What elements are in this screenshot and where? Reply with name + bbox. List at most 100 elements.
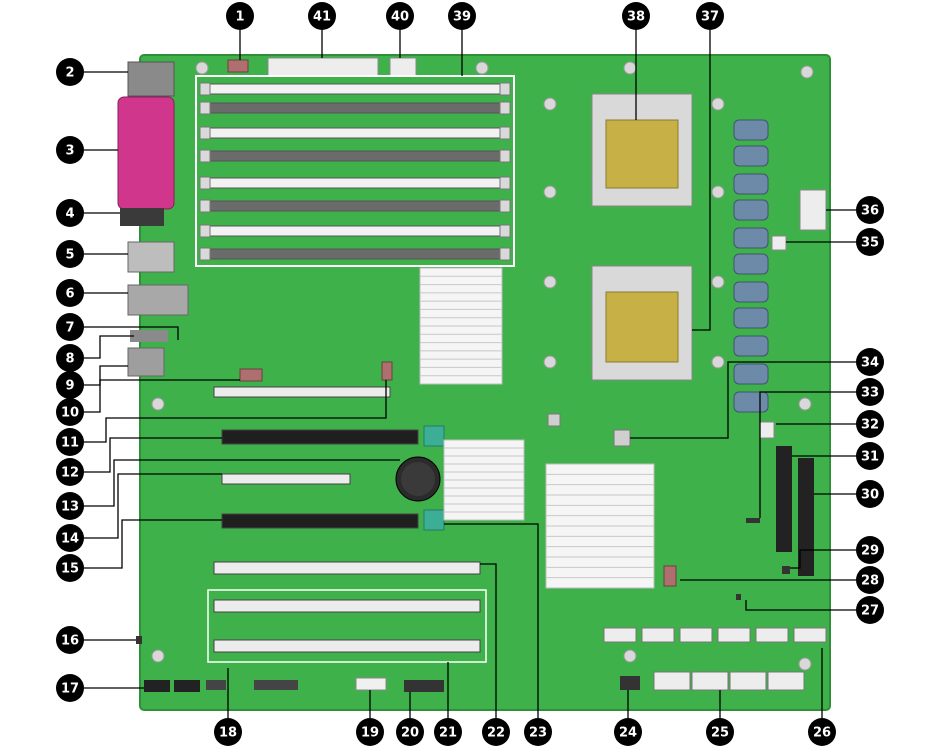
callout-number: 9 — [65, 379, 74, 394]
header-11 — [382, 362, 392, 380]
callout-number: 31 — [861, 450, 879, 465]
sata-port — [654, 672, 690, 690]
button-34 — [614, 430, 630, 446]
header-19 — [356, 678, 386, 690]
ps2-ports — [128, 62, 174, 96]
callout-9: 9 — [56, 371, 84, 399]
callout-16: 16 — [56, 626, 84, 654]
fan-header-32 — [760, 422, 774, 438]
dimm-slot — [204, 201, 506, 211]
dimm-slot — [204, 226, 506, 236]
header-10 — [240, 369, 262, 381]
callout-8: 8 — [56, 344, 84, 372]
audio-ports — [128, 348, 164, 376]
sata-port — [718, 628, 750, 642]
cpu-socket-1 — [592, 94, 692, 206]
callout-18: 18 — [214, 718, 242, 746]
callout-19: 19 — [356, 718, 384, 746]
callout-number: 4 — [65, 207, 74, 222]
sata-port — [768, 672, 804, 690]
callout-23: 23 — [524, 718, 552, 746]
capacitor — [734, 282, 768, 302]
callout-38: 38 — [622, 2, 650, 30]
fan-header-28 — [664, 566, 676, 586]
main-power-connector — [268, 58, 378, 76]
callout-number: 38 — [627, 10, 645, 25]
expansion-slot — [214, 387, 390, 397]
callout-number: 20 — [401, 726, 419, 741]
capacitor — [734, 200, 768, 220]
fan-header-1 — [228, 60, 248, 72]
network-port — [128, 285, 188, 315]
callout-number: 36 — [861, 204, 879, 219]
callout-number: 18 — [219, 726, 237, 741]
callout-number: 40 — [391, 10, 409, 25]
callout-6: 6 — [56, 279, 84, 307]
callout-5: 5 — [56, 240, 84, 268]
callout-number: 41 — [313, 10, 331, 25]
callout-number: 25 — [711, 726, 729, 741]
callout-number: 12 — [61, 466, 79, 481]
capacitor — [734, 392, 768, 412]
expansion-slot — [222, 514, 418, 528]
callout-number: 2 — [65, 66, 74, 81]
capacitor — [734, 174, 768, 194]
parallel-port — [118, 97, 174, 209]
dimm-slot — [204, 84, 506, 94]
dimm-slot — [204, 249, 506, 259]
callout-number: 1 — [235, 10, 244, 25]
callout-33: 33 — [856, 378, 884, 406]
callout-3: 3 — [56, 136, 84, 164]
callout-25: 25 — [706, 718, 734, 746]
callout-number: 32 — [861, 418, 879, 433]
callout-2: 2 — [56, 58, 84, 86]
capacitor — [734, 254, 768, 274]
header-24 — [620, 676, 640, 690]
small-port — [130, 330, 168, 342]
sata-port — [680, 628, 712, 642]
callout-number: 8 — [65, 352, 74, 367]
header-18 — [206, 680, 226, 690]
callout-number: 33 — [861, 386, 879, 401]
expansion-slot — [214, 600, 480, 612]
header-16 — [136, 636, 142, 644]
sata-port — [730, 672, 766, 690]
sata-port — [794, 628, 826, 642]
capacitor — [734, 364, 768, 384]
callout-number: 7 — [65, 321, 74, 336]
callout-4: 4 — [56, 199, 84, 227]
chip-heatsink — [546, 464, 654, 588]
callout-number: 23 — [529, 726, 547, 741]
dimm-slot — [204, 103, 506, 113]
chipset-heatsink — [420, 268, 502, 384]
callout-number: 30 — [861, 488, 879, 503]
callout-number: 24 — [619, 726, 637, 741]
callout-number: 22 — [487, 726, 505, 741]
callout-32: 32 — [856, 410, 884, 438]
button-small — [548, 414, 560, 426]
callout-17: 17 — [56, 674, 84, 702]
callout-40: 40 — [386, 2, 414, 30]
callout-14: 14 — [56, 524, 84, 552]
callout-number: 11 — [61, 436, 79, 451]
callout-31: 31 — [856, 442, 884, 470]
capacitor — [734, 228, 768, 248]
callout-number: 10 — [61, 406, 79, 421]
callout-number: 27 — [861, 604, 879, 619]
expansion-slot — [222, 430, 418, 444]
callout-29: 29 — [856, 536, 884, 564]
dimm-slot — [204, 128, 506, 138]
callout-number: 14 — [61, 532, 79, 547]
callout-number: 39 — [453, 10, 471, 25]
callout-number: 19 — [361, 726, 379, 741]
jumper-27 — [736, 594, 741, 600]
callout-37: 37 — [696, 2, 724, 30]
callout-35: 35 — [856, 228, 884, 256]
header-33 — [746, 518, 760, 523]
header-20 — [404, 680, 444, 692]
callout-number: 35 — [861, 236, 879, 251]
dimm-slot — [204, 178, 506, 188]
callout-10: 10 — [56, 398, 84, 426]
ide-connector-31 — [776, 446, 792, 552]
